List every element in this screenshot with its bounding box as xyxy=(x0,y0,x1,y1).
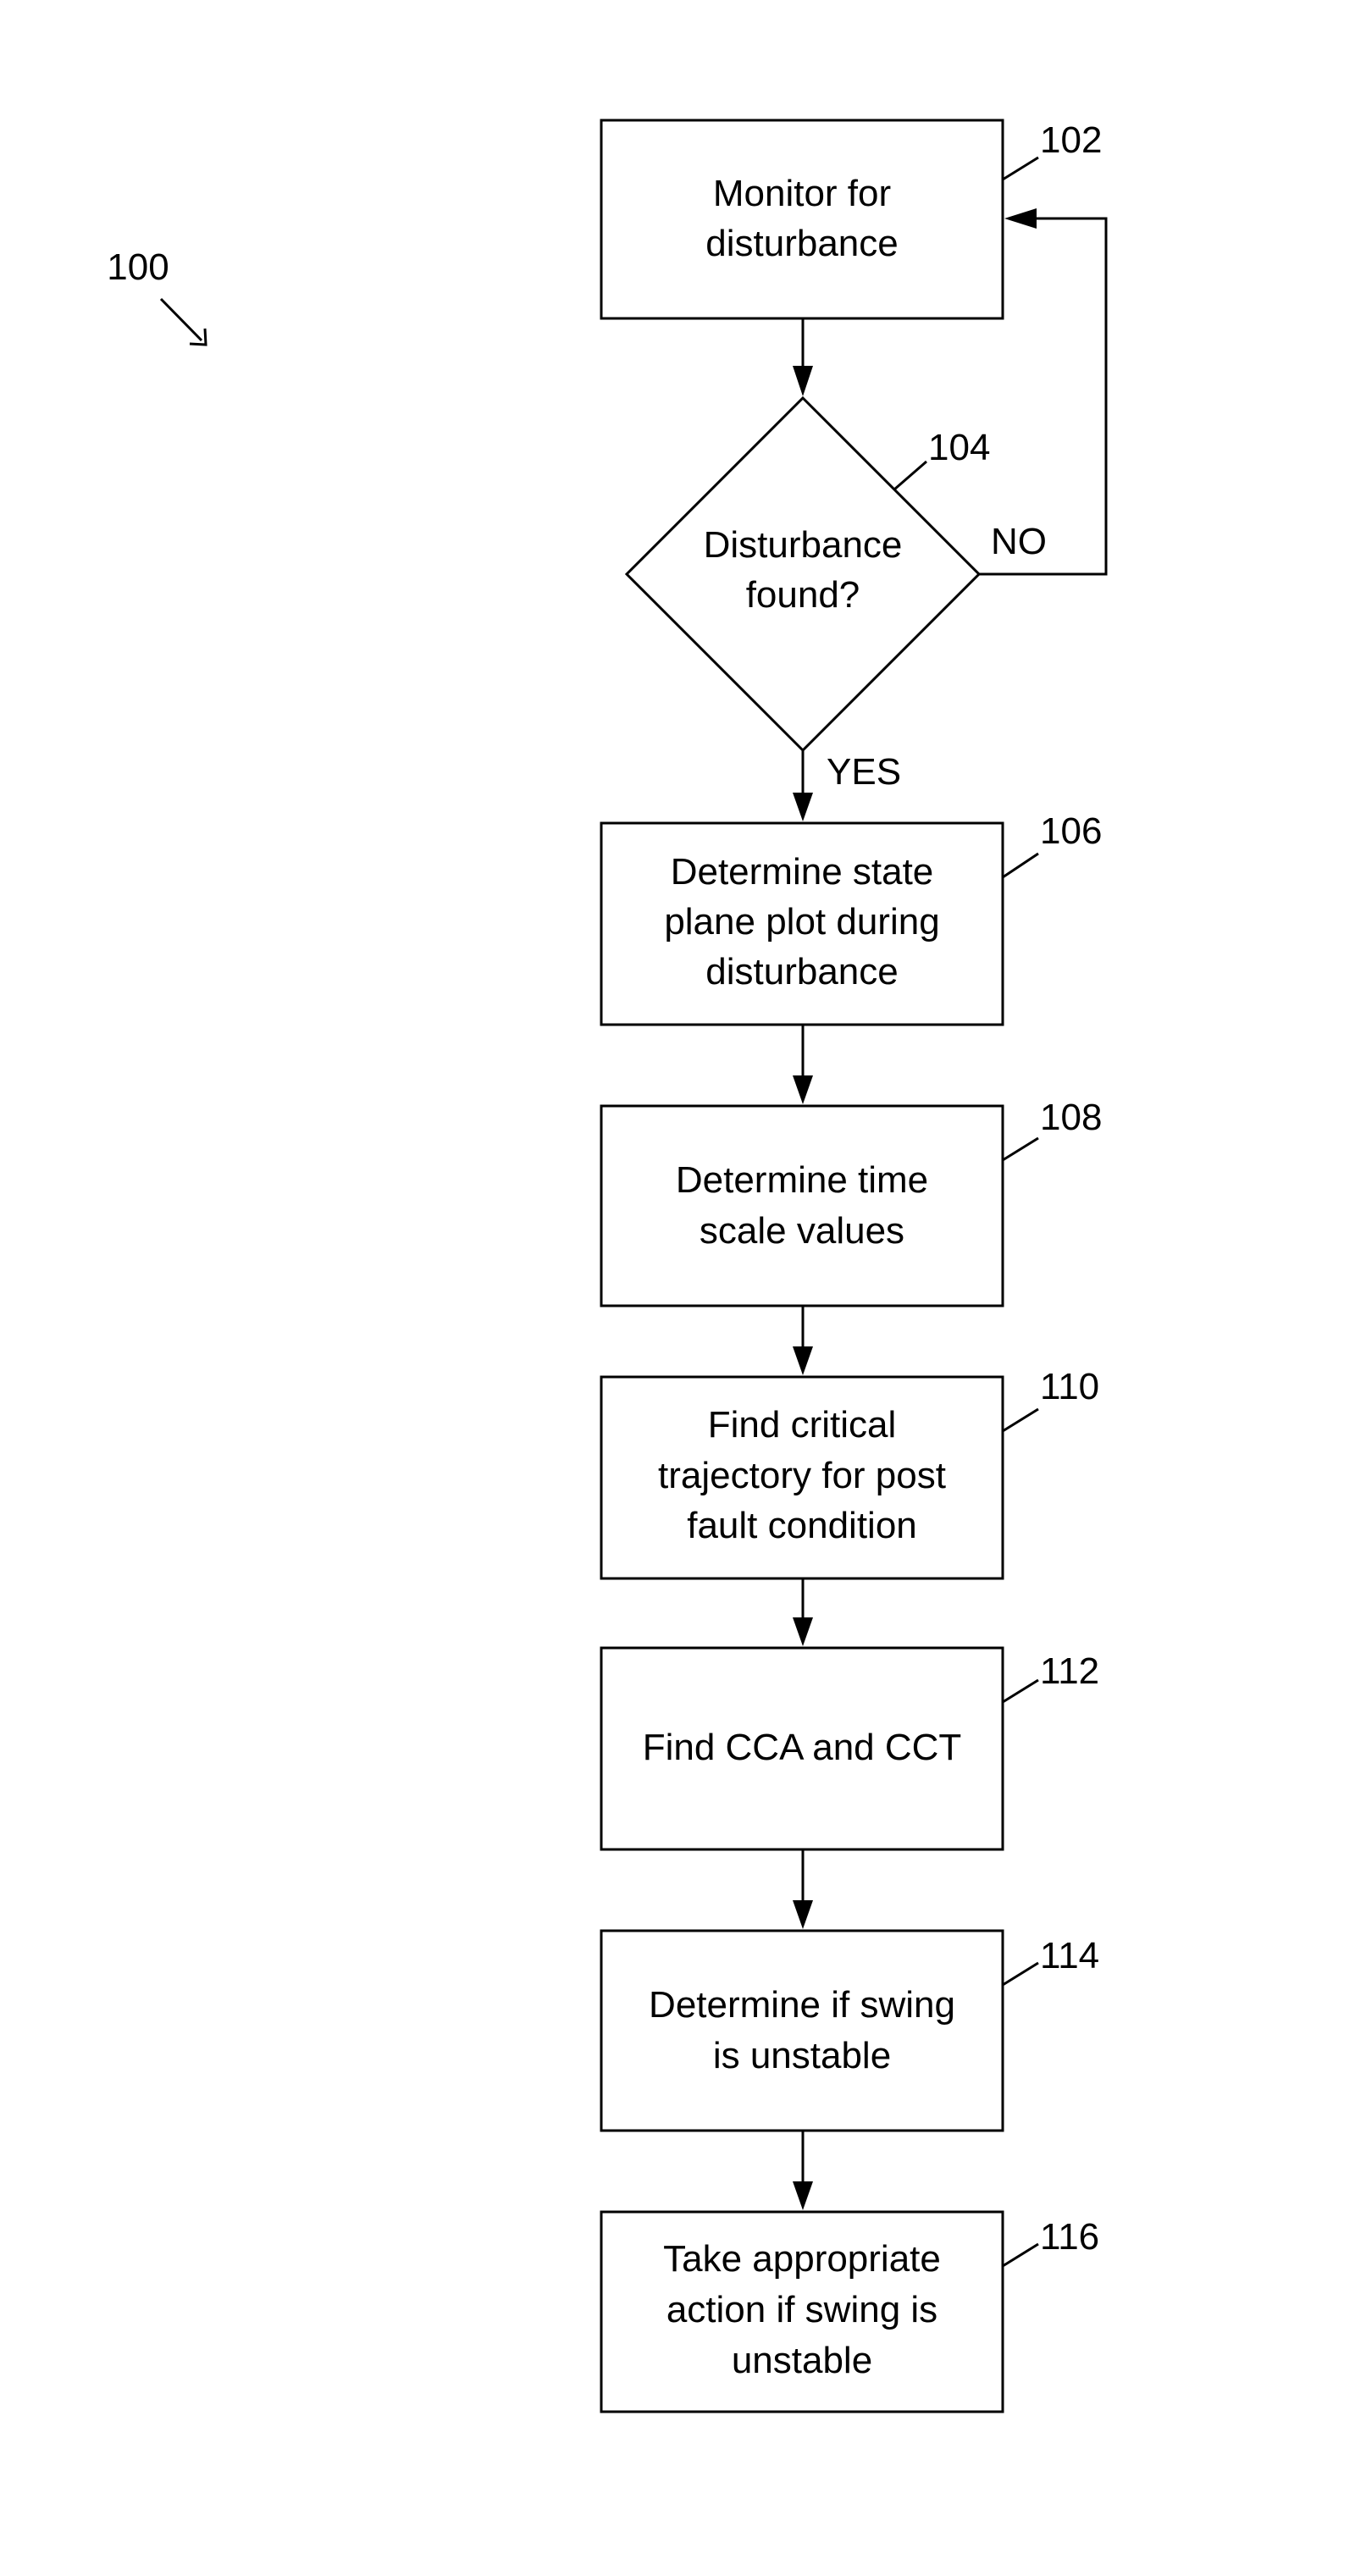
node-104: Disturbance found? 104 xyxy=(627,398,990,750)
ref-leader-line xyxy=(1003,158,1038,180)
ref-label: 110 xyxy=(1040,1366,1099,1407)
node-108: Determine time scale values 108 xyxy=(601,1097,1102,1306)
ref-label: 106 xyxy=(1040,810,1102,852)
ref-label: 112 xyxy=(1040,1650,1099,1692)
node-112: Find CCA and CCT 112 xyxy=(601,1648,1099,1849)
arrowhead xyxy=(793,2181,813,2210)
edge-label-yes: YES xyxy=(827,751,901,793)
ref-leader-line xyxy=(1003,1963,1038,1985)
process-box xyxy=(601,1106,1003,1306)
arrowhead xyxy=(793,1346,813,1375)
ref-leader-line xyxy=(1003,854,1038,877)
node-text-line: Monitor for xyxy=(713,173,891,214)
ref-label: 114 xyxy=(1040,1935,1099,1976)
arrowhead xyxy=(793,1075,813,1104)
arrowhead xyxy=(793,366,813,396)
figure-ref-pointer xyxy=(161,299,202,340)
node-text-line: trajectory for post xyxy=(658,1455,946,1496)
edge-label-no: NO xyxy=(991,521,1047,562)
ref-leader-line xyxy=(1003,1138,1038,1160)
arrowhead xyxy=(793,1900,813,1929)
arrowhead xyxy=(793,793,813,821)
arrowhead xyxy=(793,1617,813,1646)
ref-label: 108 xyxy=(1040,1097,1102,1138)
ref-label: 116 xyxy=(1040,2216,1099,2258)
edge-112-to-114 xyxy=(793,1849,813,1929)
node-text-line: Take appropriate xyxy=(663,2238,941,2280)
edge-104-to-106-yes: YES xyxy=(793,750,901,821)
node-text-line: Find critical xyxy=(708,1404,897,1446)
node-text-line: fault condition xyxy=(687,1505,917,1546)
node-116: Take appropriate action if swing is unst… xyxy=(601,2212,1099,2412)
node-text-line: Determine time xyxy=(676,1159,928,1201)
process-box xyxy=(601,1931,1003,2131)
node-text-line: unstable xyxy=(732,2340,872,2381)
node-text-line: plane plot during xyxy=(664,901,939,943)
node-text-line: is unstable xyxy=(713,2035,891,2076)
ref-leader-line xyxy=(1003,2244,1038,2266)
edge-114-to-116 xyxy=(793,2131,813,2210)
node-114: Determine if swing is unstable 114 xyxy=(601,1931,1099,2131)
figure-ref-label: 100 xyxy=(107,246,169,288)
node-text-line: Find CCA and CCT xyxy=(643,1727,962,1768)
node-text-line: Determine if swing xyxy=(649,1984,955,2026)
node-110: Find critical trajectory for post fault … xyxy=(601,1366,1099,1578)
node-text-line: action if swing is xyxy=(666,2289,937,2330)
process-box xyxy=(601,120,1003,318)
edge-102-to-104 xyxy=(793,318,813,396)
edge-108-to-110 xyxy=(793,1306,813,1375)
edge-106-to-108 xyxy=(793,1025,813,1104)
ref-label: 104 xyxy=(928,427,990,468)
arrowhead xyxy=(1004,208,1037,229)
edge-110-to-112 xyxy=(793,1578,813,1646)
node-text-line: found? xyxy=(746,574,860,616)
node-text-line: disturbance xyxy=(705,223,898,264)
node-text-line: Disturbance xyxy=(704,524,903,566)
ref-leader-line xyxy=(894,462,926,489)
node-text-line: scale values xyxy=(700,1210,904,1252)
node-106: Determine state plane plot during distur… xyxy=(601,810,1102,1025)
node-text-line: Determine state xyxy=(671,851,934,893)
ref-label: 102 xyxy=(1040,119,1102,161)
ref-leader-line xyxy=(1003,1680,1038,1702)
ref-leader-line xyxy=(1003,1409,1038,1431)
node-text-line: disturbance xyxy=(705,951,898,992)
